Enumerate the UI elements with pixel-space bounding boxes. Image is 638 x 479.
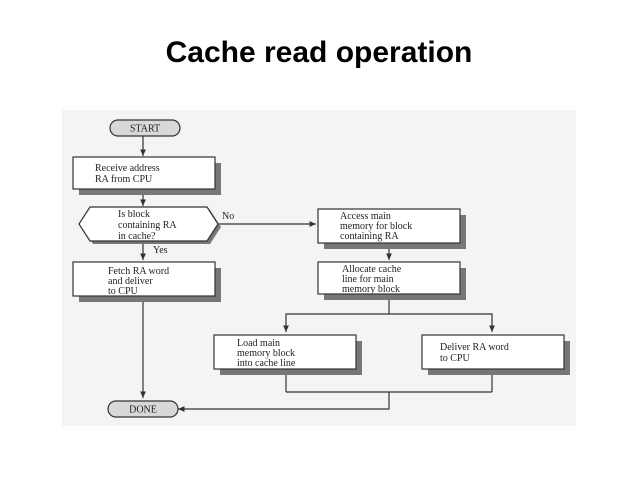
deliver-line-2: to CPU — [440, 353, 471, 364]
fetch-line-2: and deliver — [108, 276, 153, 287]
access-line-3: containing RA — [340, 231, 399, 242]
connectors — [140, 136, 495, 412]
slide-title: Cache read operation — [165, 36, 473, 69]
load-line-2: memory block — [237, 348, 295, 359]
load-line-1: Load main — [237, 338, 280, 349]
decision-line-1: Is block — [118, 209, 150, 220]
allocate-line-1: Allocate cache — [342, 264, 402, 275]
no-branch-label: No — [222, 211, 234, 222]
allocate-cache-line-box: Allocate cache line for main memory bloc… — [317, 261, 466, 300]
receive-address-box: Receive address RA from CPU — [72, 156, 221, 195]
done-terminal: DONE — [107, 400, 179, 418]
done-label: DONE — [129, 405, 157, 416]
fetch-line-1: Fetch RA word — [108, 266, 169, 277]
start-label: START — [130, 124, 160, 135]
receive-line-1: Receive address — [95, 163, 160, 174]
deliver-line-1: Deliver RA word — [440, 342, 509, 353]
decision-line-3: in cache? — [118, 231, 156, 242]
access-line-1: Access main — [340, 211, 391, 222]
fetch-ra-word-box: Fetch RA word and deliver to CPU — [72, 261, 221, 302]
arrow-merge-to-done — [178, 392, 390, 412]
decision-line-2: containing RA — [118, 220, 177, 231]
load-line-3: into cache line — [237, 358, 296, 369]
deliver-ra-word-box: Deliver RA word to CPU — [421, 334, 570, 375]
arrow-allocate-to-load — [283, 294, 390, 332]
load-memory-block-box: Load main memory block into cache line — [213, 334, 362, 375]
fetch-line-3: to CPU — [108, 286, 139, 297]
cache-hit-decision: Is block containing RA in cache? — [78, 206, 221, 244]
yes-branch-label: Yes — [153, 245, 168, 256]
receive-line-2: RA from CPU — [95, 174, 153, 185]
access-main-memory-box: Access main memory for block containing … — [317, 208, 466, 249]
access-line-2: memory for block — [340, 221, 412, 232]
arrow-allocate-to-deliver — [389, 313, 495, 332]
allocate-line-3: memory block — [342, 284, 400, 295]
start-terminal: START — [109, 119, 181, 137]
allocate-line-2: line for main — [342, 274, 394, 285]
